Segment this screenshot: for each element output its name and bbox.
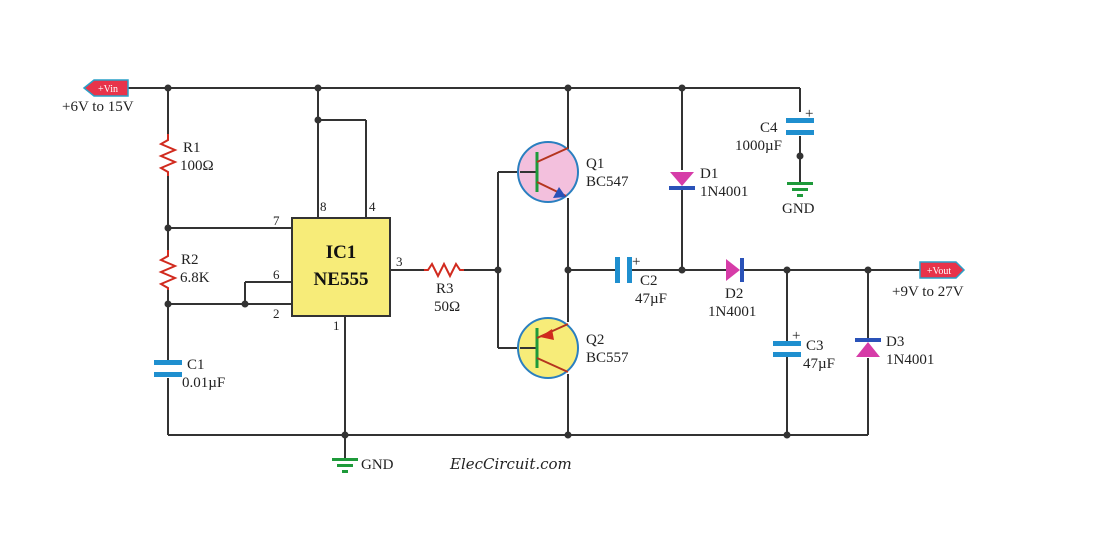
q2-part: BC557 (586, 350, 629, 366)
c2-value: 47µF (635, 291, 667, 307)
junction-dots (164, 84, 872, 439)
ground-icon-top (787, 182, 813, 197)
vin-range: +6V to 15V (62, 99, 134, 115)
vout-range: +9V to 27V (892, 284, 964, 300)
pin-2-label: 2 (273, 306, 280, 321)
q1-transistor (517, 141, 579, 203)
c3-value: 47µF (803, 356, 835, 372)
q1-part: BC547 (586, 174, 629, 190)
vin-tag: +Vin (82, 79, 129, 97)
c3-capacitor (773, 341, 801, 357)
c4-name: C4 (760, 120, 778, 136)
c2-capacitor (615, 257, 632, 283)
gnd-bottom-label: GND (361, 457, 394, 473)
q1-name: Q1 (586, 156, 604, 172)
vin-tag-label: +Vin (98, 84, 118, 95)
pin-4-label: 4 (369, 199, 376, 214)
d1-part: 1N4001 (700, 184, 748, 200)
c1-name: C1 (187, 357, 205, 373)
r2-value: 6.8K (180, 270, 210, 286)
d3-name: D3 (886, 334, 904, 350)
r1-resistor (158, 134, 178, 176)
d3-part: 1N4001 (886, 352, 934, 368)
d3-diode (855, 338, 881, 357)
pin-3-label: 3 (396, 254, 403, 269)
c4-value: 1000µF (735, 138, 782, 154)
c1-capacitor (154, 360, 182, 377)
q2-transistor (517, 317, 579, 379)
ic1-name: IC1 (326, 242, 357, 263)
ic1-part: NE555 (314, 269, 369, 290)
c3-name: C3 (806, 338, 824, 354)
pin-6-label: 6 (273, 267, 280, 282)
r1-value: 100Ω (180, 158, 214, 174)
r2-name: R2 (181, 252, 199, 268)
c2-name: C2 (640, 273, 658, 289)
c1-value: 0.01µF (182, 375, 225, 391)
vout-tag-label: +Vout (927, 266, 952, 277)
wires (128, 87, 920, 458)
d1-diode (669, 172, 695, 190)
d2-part: 1N4001 (708, 304, 756, 320)
r1-name: R1 (183, 140, 201, 156)
vout-tag: +Vout (919, 261, 966, 279)
c4-plus: + (805, 106, 813, 122)
r3-value: 50Ω (434, 299, 460, 315)
pin-7-label: 7 (273, 213, 280, 228)
credit-text: ElecCircuit.com (449, 455, 572, 473)
q2-name: Q2 (586, 332, 604, 348)
d2-name: D2 (725, 286, 743, 302)
ic1-ne555: IC1 NE555 (291, 217, 391, 317)
c2-plus: + (632, 254, 640, 270)
c3-plus: + (792, 328, 800, 344)
d2-diode (726, 258, 744, 282)
pin-1-label: 1 (333, 318, 340, 333)
d1-name: D1 (700, 166, 718, 182)
r2-resistor (158, 250, 178, 290)
r3-resistor (424, 261, 464, 279)
ground-icon-bottom (332, 458, 358, 473)
r3-name: R3 (436, 281, 454, 297)
gnd-top-label: GND (782, 201, 815, 217)
pin-8-label: 8 (320, 199, 327, 214)
c4-capacitor (786, 118, 814, 135)
